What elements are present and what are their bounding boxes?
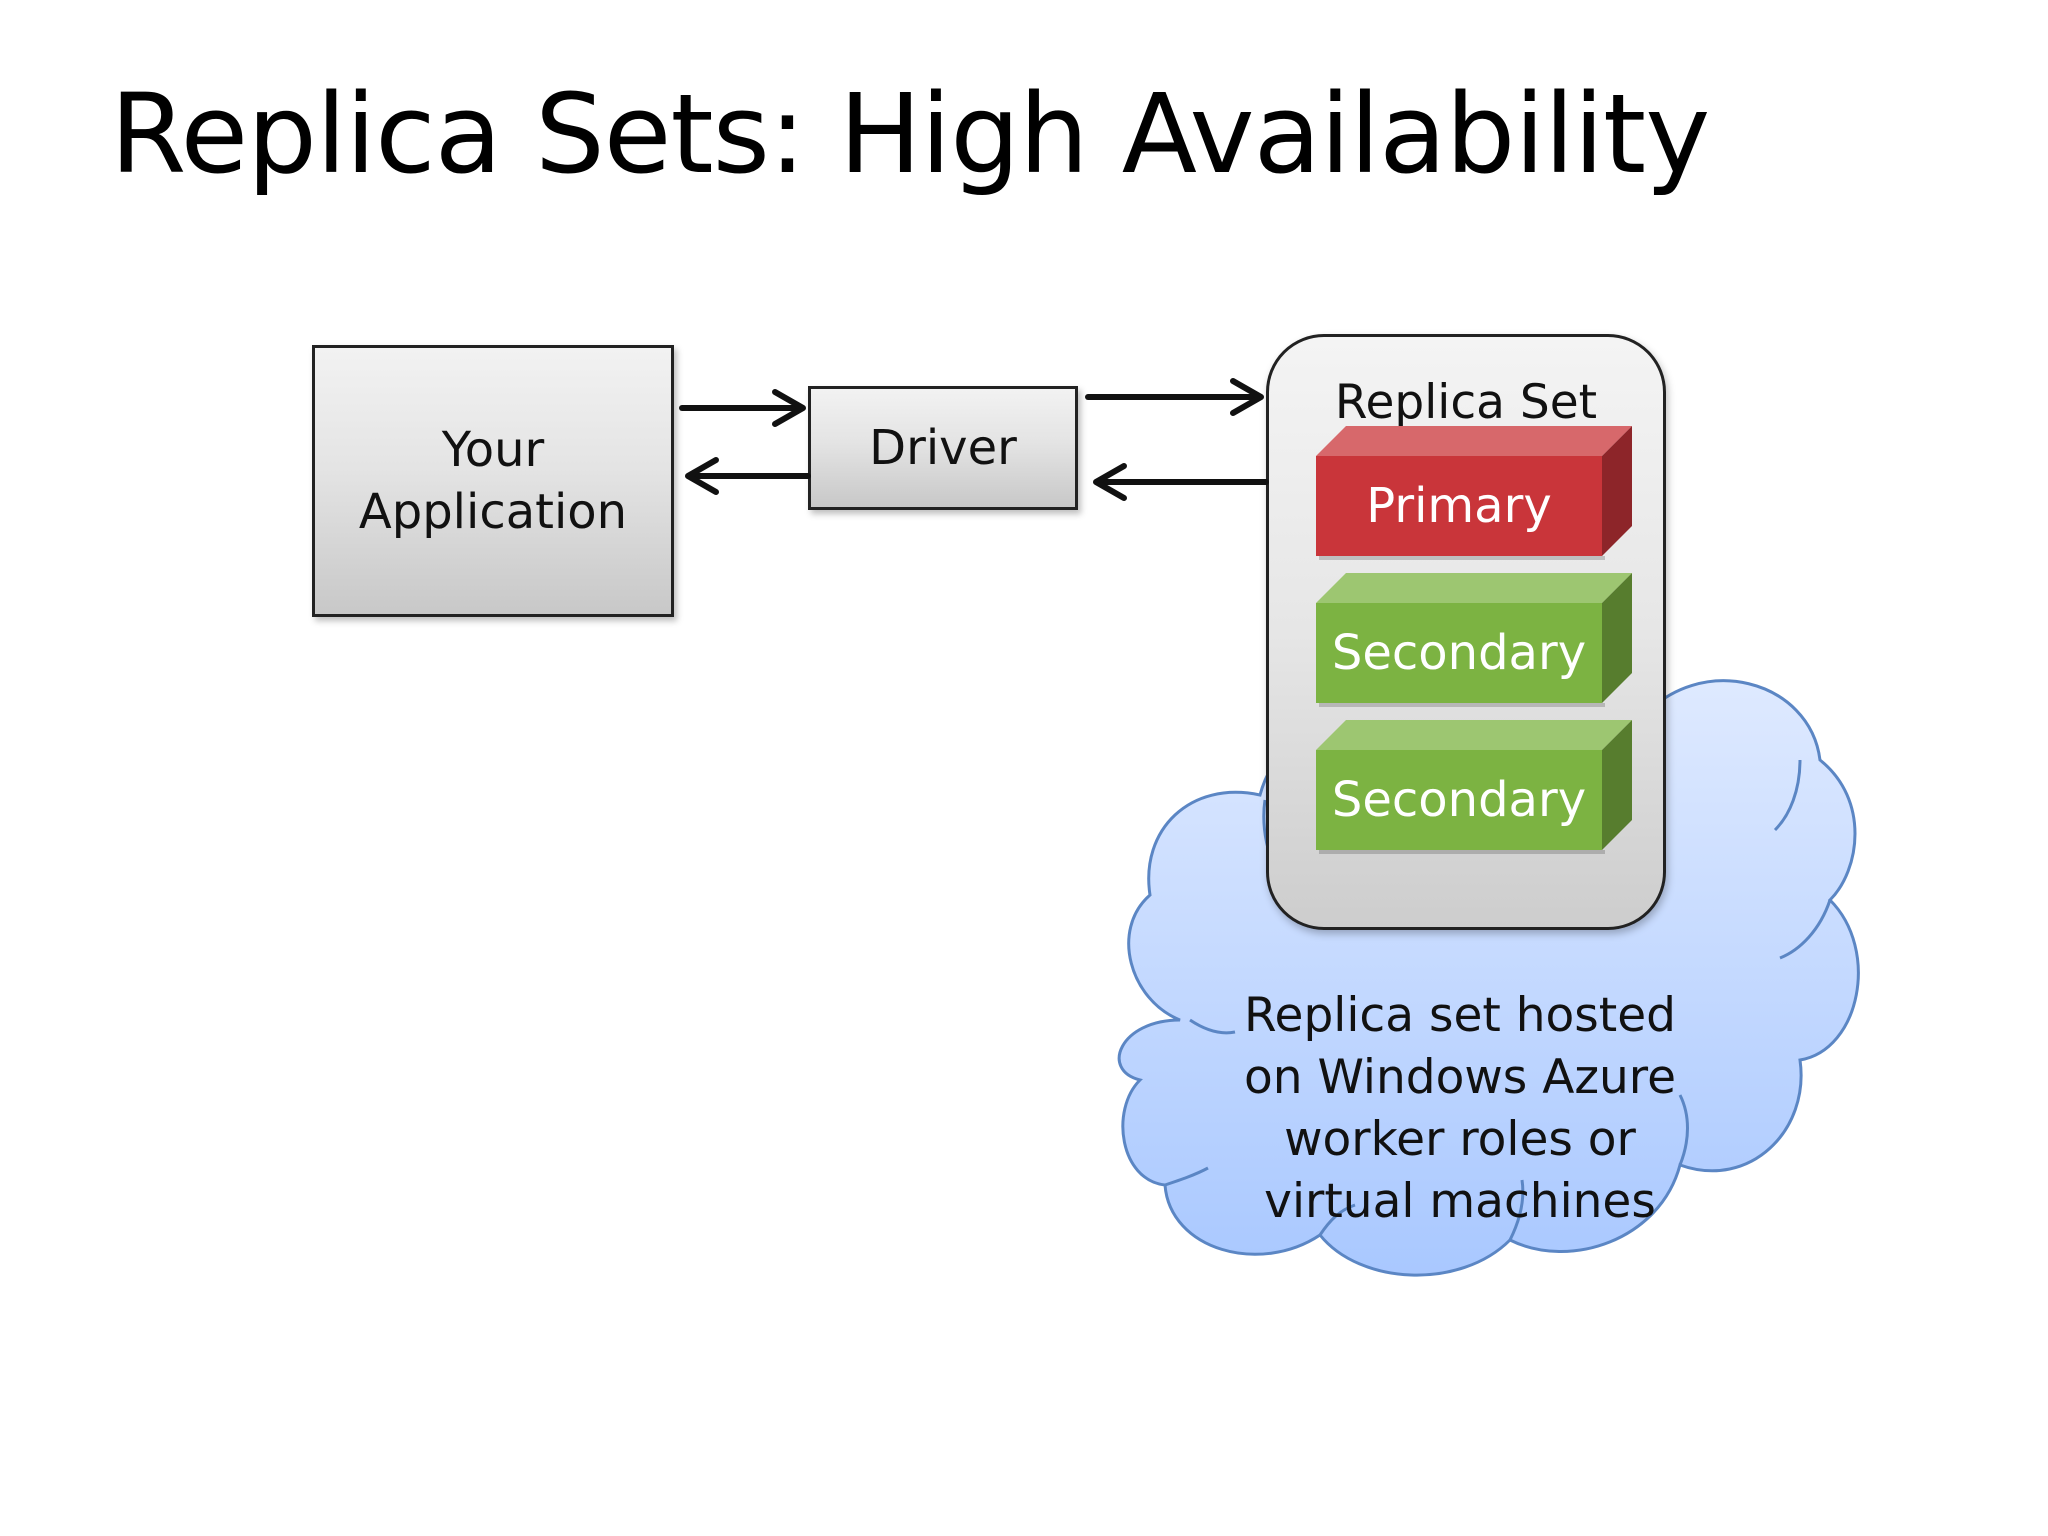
cloud-caption-line-4: virtual machines [1264, 1174, 1656, 1229]
application-label-line2: Application [358, 484, 628, 540]
secondary-member-block-2 [1316, 720, 1632, 854]
arrowhead-driver-to-replica-set [1230, 378, 1264, 416]
driver-box: Driver [808, 386, 1078, 510]
driver-label: Driver [869, 420, 1017, 476]
member-side-face [1602, 573, 1632, 703]
member-shadow [1319, 703, 1605, 707]
cloud-caption: Replica set hosted on Windows Azure work… [1210, 985, 1710, 1233]
member-front-face [1316, 456, 1602, 556]
cloud-caption-line-1: Replica set hosted [1244, 988, 1676, 1043]
slide-title: Replica Sets: High Availability [110, 70, 1710, 198]
replica-set-label: Replica Set [1334, 375, 1598, 430]
cloud-caption-line-2: on Windows Azure [1243, 1050, 1677, 1105]
primary-member-label: Primary [1366, 478, 1552, 534]
member-front-face [1316, 603, 1602, 703]
your-application-box: Your Application [312, 345, 674, 617]
member-front-face [1316, 750, 1602, 850]
secondary-member-label-1: Secondary [1331, 625, 1587, 681]
member-side-face [1602, 720, 1632, 850]
member-shadow [1319, 850, 1605, 854]
member-top-face [1316, 426, 1632, 456]
cloud-caption-line-3: worker roles or [1284, 1112, 1636, 1167]
secondary-member-label-2: Secondary [1331, 772, 1587, 828]
application-label-line1: Your [441, 422, 545, 478]
arrowhead-replica-set-to-driver [1093, 463, 1127, 501]
member-side-face [1602, 426, 1632, 556]
member-shadow [1319, 556, 1605, 560]
member-top-face [1316, 573, 1632, 603]
member-top-face [1316, 720, 1632, 750]
primary-member-block-0 [1316, 426, 1632, 560]
arrowhead-app-to-driver [772, 389, 806, 427]
arrowhead-driver-to-app [685, 457, 719, 495]
secondary-member-block-1 [1316, 573, 1632, 707]
